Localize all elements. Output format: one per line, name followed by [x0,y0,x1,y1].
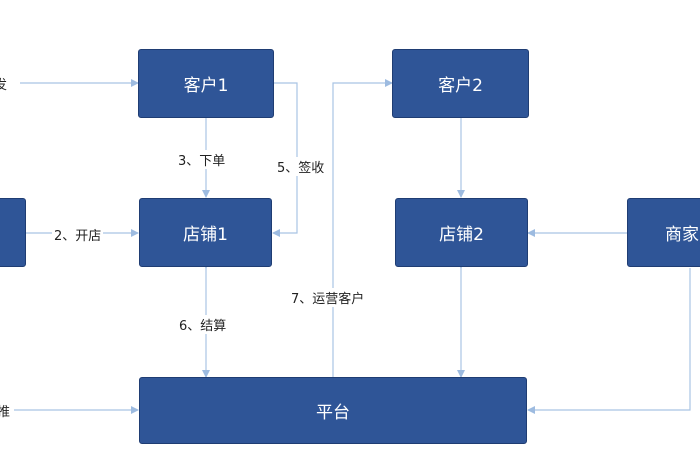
node-store1-label: 店铺1 [183,225,228,245]
label-place-order: 3、下单 [176,150,228,169]
label-left-bottom: 推 [0,405,11,420]
node-customer2: 客户2 [392,49,529,118]
label-left-top: 发 [0,78,8,93]
node-left-cut [0,198,26,267]
node-customer1-label: 客户1 [183,76,229,96]
node-store2-label: 店铺2 [439,225,484,245]
label-sign-receipt: 5、签收 [275,157,327,176]
label-settle: 6、结算 [177,315,229,334]
node-platform: 平台 [139,377,527,444]
node-merchant-label: 商家 [665,225,699,245]
node-merchant: 商家 [627,198,700,267]
arrow-operate-customer [332,79,393,377]
label-operate-customer: 7、运营客户 [289,288,367,307]
label-open-store: 2、开店 [52,225,104,244]
arrow-merchant-to-platform [527,268,691,414]
node-platform-label: 平台 [316,403,350,423]
node-customer1: 客户1 [138,49,274,118]
node-customer2-label: 客户2 [438,76,483,96]
node-store2: 店铺2 [395,198,528,267]
node-store1: 店铺1 [139,198,272,267]
